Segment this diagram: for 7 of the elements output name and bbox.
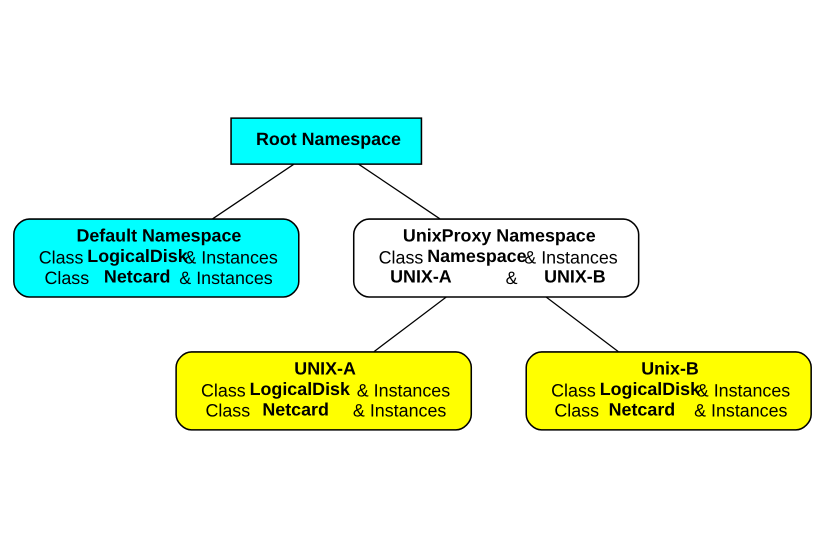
- node-box: Root Namespace: [230, 117, 422, 165]
- connector: [358, 164, 440, 220]
- connector: [546, 296, 619, 352]
- connector: [212, 164, 294, 220]
- node-box: UNIX-A Class LogicalDisk & Instances Class Netcard & Instances: [175, 351, 472, 431]
- connector: [374, 296, 447, 352]
- node-box: UnixProxy Namespace Class Namespace& Instances UNIX-A & UNIX-B: [352, 218, 640, 298]
